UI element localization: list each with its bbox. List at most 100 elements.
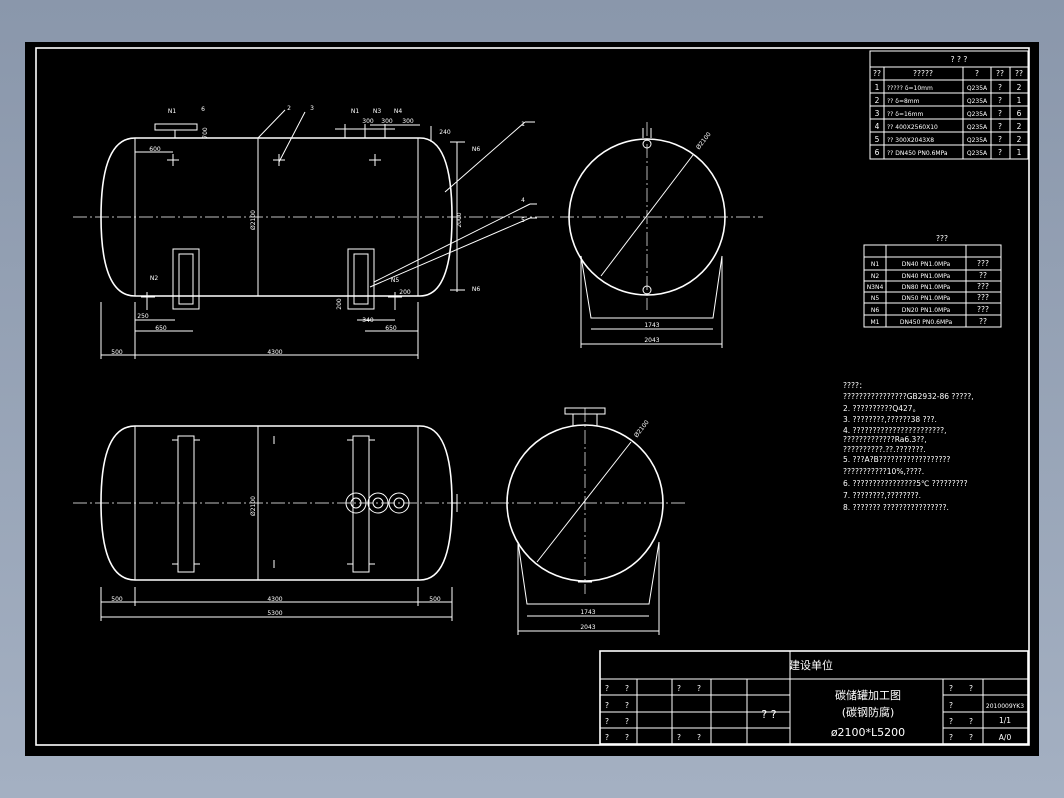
label-n1b: N1 [351, 108, 359, 115]
label-4: 4 [521, 197, 525, 204]
side2-dim-1743: 1743 [580, 609, 595, 616]
tb-q-mark: ? [625, 717, 629, 726]
parts-row-name: ?? DN450 PN0.6MPa [887, 150, 948, 157]
label-3: 3 [310, 105, 314, 112]
dim-600: 600 [149, 146, 161, 153]
note-line: 6. ????????????????5℃ ????????? [843, 479, 968, 488]
nozzle-use: ??? [977, 305, 989, 314]
nozzle-spec: DN450 PN0.6MPa [900, 319, 953, 326]
nozzle-tag: M1 [871, 319, 880, 326]
tb-q-mark: ? [625, 701, 629, 710]
tb-code: 2010009YK3 [986, 703, 1024, 710]
dim-700: 700 [202, 127, 209, 139]
parts-row-no: 3 [875, 109, 880, 118]
parts-row-name: ?? 300X2043X8 [887, 137, 934, 144]
parts-row-qty: ? [998, 109, 1002, 118]
tb-q-mark: ? [697, 684, 701, 693]
side2-dim-2043: 2043 [580, 624, 595, 631]
note-line: 4. ???????????????????????, [843, 426, 946, 435]
note-line: 3. ????????,??????38 ???. [843, 415, 937, 424]
parts-row-count: 1 [1017, 96, 1022, 105]
parts-row-qty: ? [998, 135, 1002, 144]
inner-frame [35, 47, 1030, 746]
side-dim-dia: Ø2100 [695, 131, 713, 151]
tb-q-mark: ? [605, 717, 609, 726]
nozzle-spec: DN80 PN1.0MPa [902, 284, 951, 291]
side-view: 1743 2043 Ø2100 [560, 122, 763, 348]
label-n3: N3 [373, 108, 381, 115]
note-line: ?????????????Ra6.3??, [843, 435, 927, 444]
tb-sheet: 1/1 [999, 716, 1011, 725]
top-dim-500a: 500 [111, 596, 123, 603]
label-n6: N6 [472, 146, 480, 153]
parts-table-title: ? ? ? [951, 55, 968, 64]
parts-row-mat: Q235A [967, 111, 988, 118]
nozzle-tag: N6 [871, 307, 879, 314]
label-n1: N1 [168, 108, 176, 115]
nozzle-table-title: ??? [936, 234, 948, 243]
parts-row-qty: ? [998, 122, 1002, 131]
tb-q-mark: ? [697, 733, 701, 742]
tb-title2: (碳钢防腐) [842, 705, 895, 719]
label-5: 5 [521, 217, 525, 224]
nozzle-tag: N2 [871, 273, 879, 280]
dim-300a: 300 [362, 118, 374, 125]
label-6: 6 [201, 106, 205, 113]
top-dim-5300: 5300 [267, 610, 282, 617]
dim-500: 500 [111, 349, 123, 356]
tb-q-mark: ? [969, 733, 973, 742]
dim-250: 250 [137, 313, 149, 320]
parts-row-name: ?? δ=16mm [887, 111, 923, 118]
dim-340: 340 [362, 317, 374, 324]
parts-header-name: ????? [913, 69, 933, 78]
dim-2100: Ø2100 [250, 210, 257, 230]
side-dim-1743: 1743 [644, 322, 659, 329]
nozzle-spec: DN50 PN1.0MPa [902, 295, 951, 302]
nozzle-use: ??? [977, 282, 989, 291]
note-line: ????????????????GB2932-86 ?????, [843, 392, 974, 401]
technical-notes: ????： ????????????????GB2932-86 ?????,2.… [843, 381, 974, 512]
parts-row-mat: Q235A [967, 137, 988, 144]
dim-300c: 300 [402, 118, 414, 125]
note-line: 8. ??????? ????????????????. [843, 503, 949, 512]
nozzle-use: ??? [977, 293, 989, 302]
parts-row-qty: ? [998, 96, 1002, 105]
tb-q-mark: ? [949, 717, 953, 726]
dim-2000: 2000 [456, 212, 463, 227]
parts-row-count: 1 [1017, 148, 1022, 157]
dim-300b: 300 [381, 118, 393, 125]
title-block: 建设单位 ??????????????????? ? ? 碳储罐加工图 (碳钢防… [599, 650, 1029, 745]
parts-row-count: 2 [1017, 135, 1022, 144]
nozzle-spec: DN40 PN1.0MPa [902, 273, 951, 280]
dim-240: 240 [439, 129, 451, 136]
parts-row-name: ?? δ=8mm [887, 98, 920, 105]
tb-q-mark: ? [605, 701, 609, 710]
parts-row-qty: ? [998, 148, 1002, 157]
label-n6b: N6 [472, 286, 480, 293]
side-dim-2043: 2043 [644, 337, 659, 344]
note-line: ????： [843, 381, 866, 390]
side-view-2: 1743 2043 Ø2100 [495, 407, 685, 635]
parts-row-no: 4 [875, 122, 880, 131]
dim-4300: 4300 [267, 349, 282, 356]
nozzle-use: ?? [979, 271, 987, 280]
nozzle-use: ??? [977, 259, 989, 268]
tb-title3: ø2100*L5200 [831, 726, 905, 739]
tb-q-mark: ? [677, 684, 681, 693]
top-dim-2100: Ø2100 [250, 496, 257, 516]
top-dim-4300: 4300 [267, 596, 282, 603]
parts-row-count: 6 [1017, 109, 1022, 118]
parts-row-mat: Q235A [967, 85, 988, 92]
front-view: N1 6 2 3 N1 N3 N4 1 N6 N6 4 5 N2 N5 600 … [73, 105, 555, 359]
parts-header-rem: ?? [1015, 69, 1023, 78]
note-line: ??????????.??.???????. [843, 445, 926, 454]
parts-row-no: 5 [875, 135, 880, 144]
parts-row-count: 2 [1017, 122, 1022, 131]
nozzle-tag: N5 [871, 295, 879, 302]
tb-q-mark: ? [625, 684, 629, 693]
parts-row-qty: ? [998, 83, 1002, 92]
